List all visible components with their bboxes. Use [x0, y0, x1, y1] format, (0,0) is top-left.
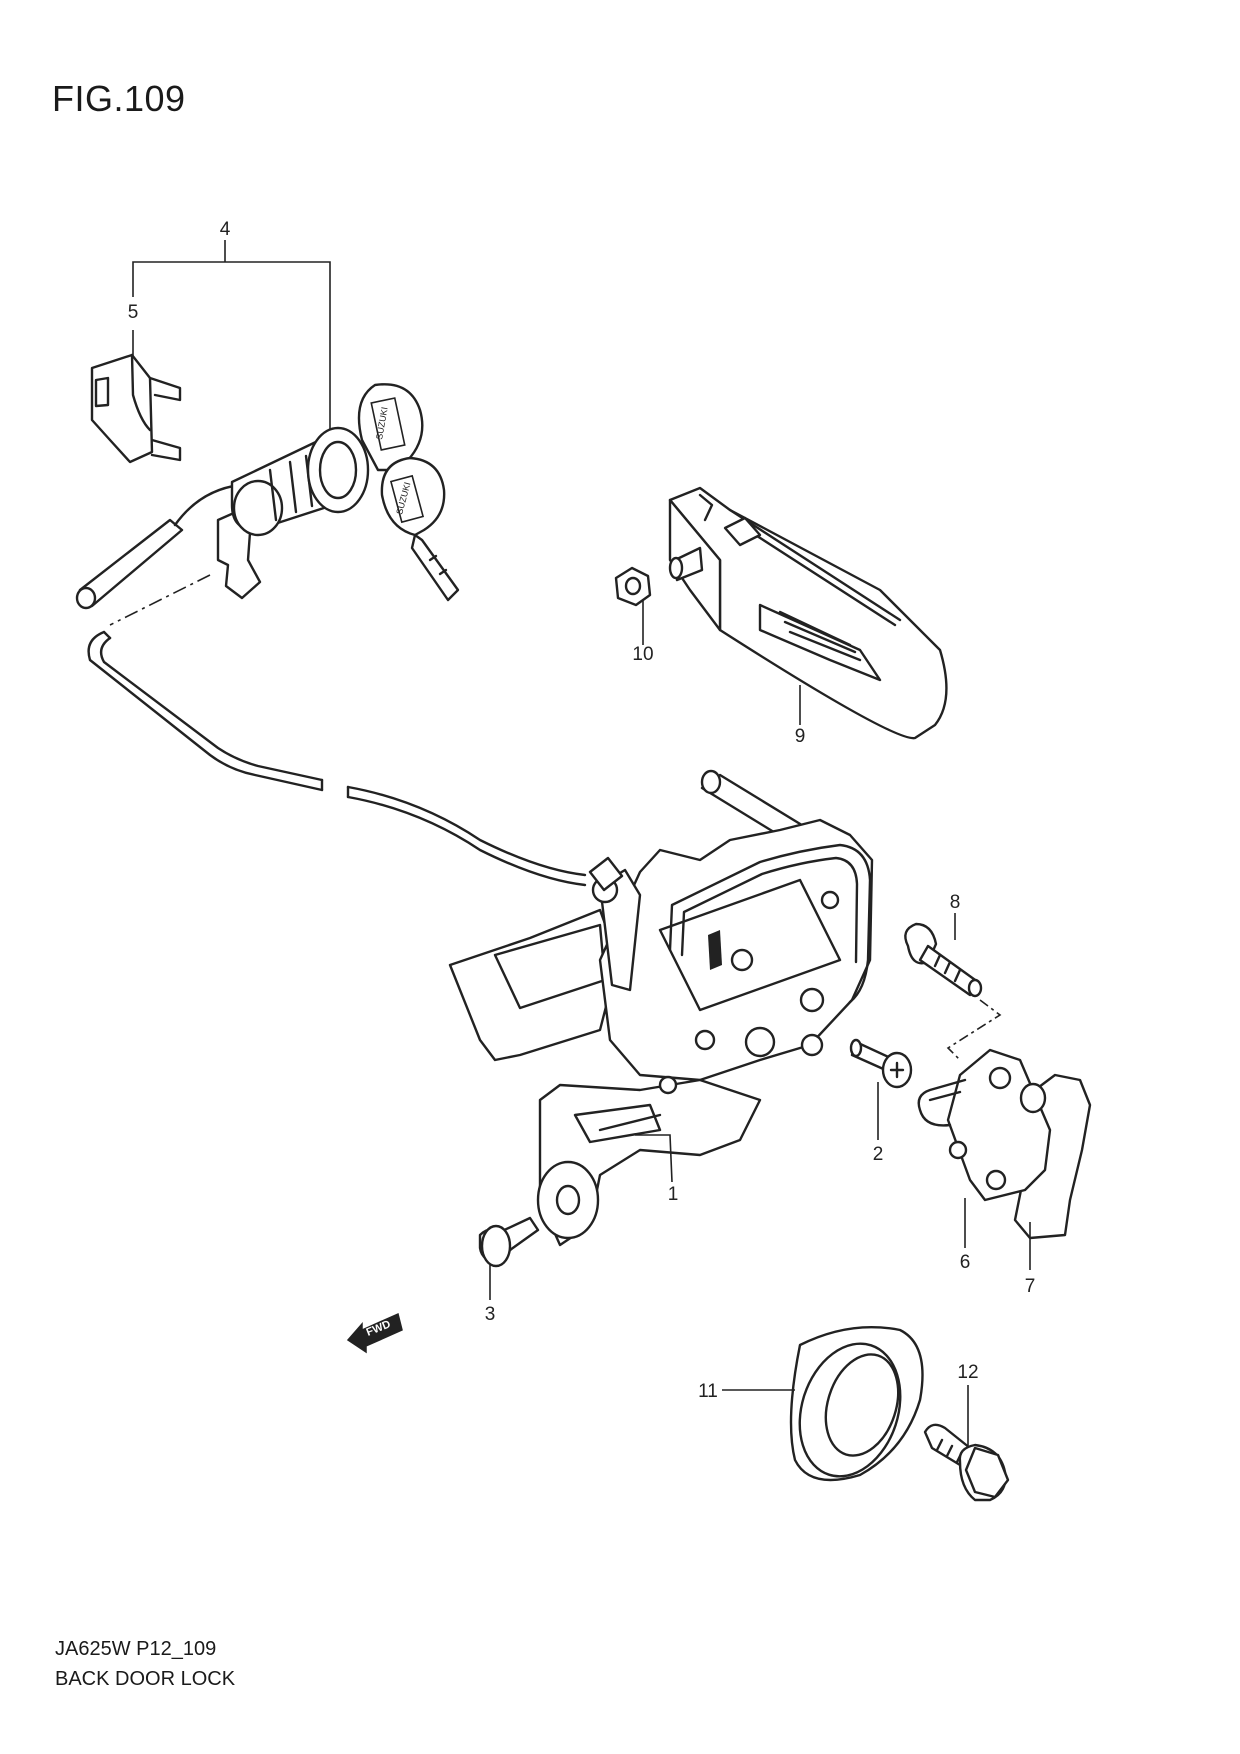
lock-cylinder-part-4: SUZUKI SUZUKI [75, 383, 460, 610]
screw-part-3 [478, 1216, 540, 1268]
callout-9: 9 [795, 726, 806, 747]
nut-part-10 [614, 566, 652, 607]
bolt-part-8 [904, 922, 983, 998]
callout-1: 1 [668, 1184, 679, 1205]
striker-part-6-7 [917, 1048, 1092, 1240]
callout-4: 4 [220, 219, 231, 240]
lock-assembly-part-1 [448, 769, 874, 1247]
callout-8: 8 [950, 892, 961, 913]
figure-title: FIG.109 [52, 78, 186, 119]
bolt-part-12 [923, 1423, 1010, 1502]
handle-part-9 [668, 486, 948, 740]
screw-part-2 [849, 1038, 913, 1089]
callout-labels: 1 2 3 4 5 6 7 8 9 10 11 12 [128, 219, 1036, 1402]
callout-10: 10 [632, 644, 653, 665]
clip-part-5 [90, 353, 182, 464]
figure-name: BACK DOOR LOCK [55, 1668, 236, 1690]
callout-2: 2 [873, 1144, 884, 1165]
grommet-part-11 [789, 1325, 924, 1482]
callout-12: 12 [957, 1362, 978, 1383]
callout-6: 6 [960, 1252, 971, 1273]
model-code: JA625W P12_109 [55, 1638, 217, 1660]
callout-7: 7 [1025, 1276, 1036, 1297]
bracket-group-4 [132, 240, 331, 430]
callout-leaders [489, 600, 1031, 1448]
callout-11: 11 [698, 1381, 718, 1402]
fwd-direction-marker: FWD [346, 1312, 403, 1354]
callout-3: 3 [485, 1304, 496, 1325]
lock-rod [87, 630, 587, 887]
callout-5: 5 [128, 302, 139, 323]
